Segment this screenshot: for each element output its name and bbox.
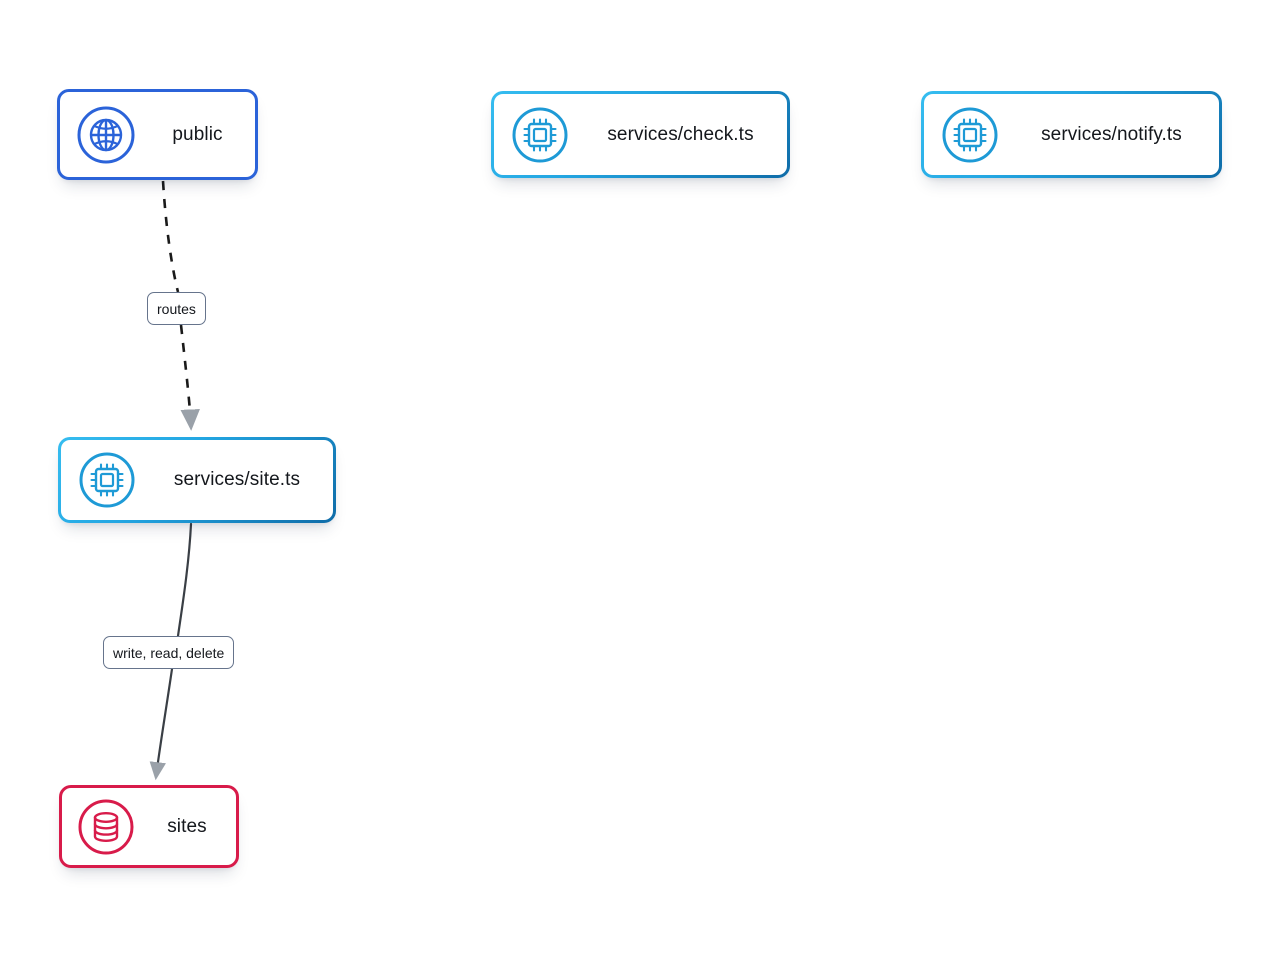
- chip-icon: [924, 104, 1016, 166]
- node-services-site-ts-label: services/site.ts: [173, 469, 301, 490]
- edge-public-to-site: [161, 180, 180, 293]
- node-public[interactable]: public: [57, 89, 258, 180]
- edge-label-routes: routes: [147, 292, 206, 325]
- chip-icon: [494, 104, 586, 166]
- globe-icon: [60, 104, 152, 166]
- node-public-label: public: [172, 123, 223, 145]
- database-icon: [62, 796, 150, 858]
- node-sites[interactable]: sites: [59, 785, 239, 868]
- edge-site-to-sites: [176, 522, 193, 638]
- edge-site-to-sites-tail: [149, 667, 174, 781]
- node-services-site-ts[interactable]: services/site.ts: [58, 437, 336, 523]
- node-services-notify-ts-label: services/notify.ts: [1041, 123, 1182, 145]
- node-services-check-ts-label: services/check.ts: [607, 123, 754, 145]
- node-sites-label: sites: [167, 815, 207, 837]
- edge-label-write-read-delete: write, read, delete: [103, 636, 235, 669]
- node-services-notify-ts[interactable]: services/notify.ts: [921, 91, 1222, 178]
- edge-public-to-site-tail: [179, 324, 200, 431]
- node-services-check-ts[interactable]: services/check.ts: [491, 91, 790, 178]
- chip-icon: [61, 449, 153, 511]
